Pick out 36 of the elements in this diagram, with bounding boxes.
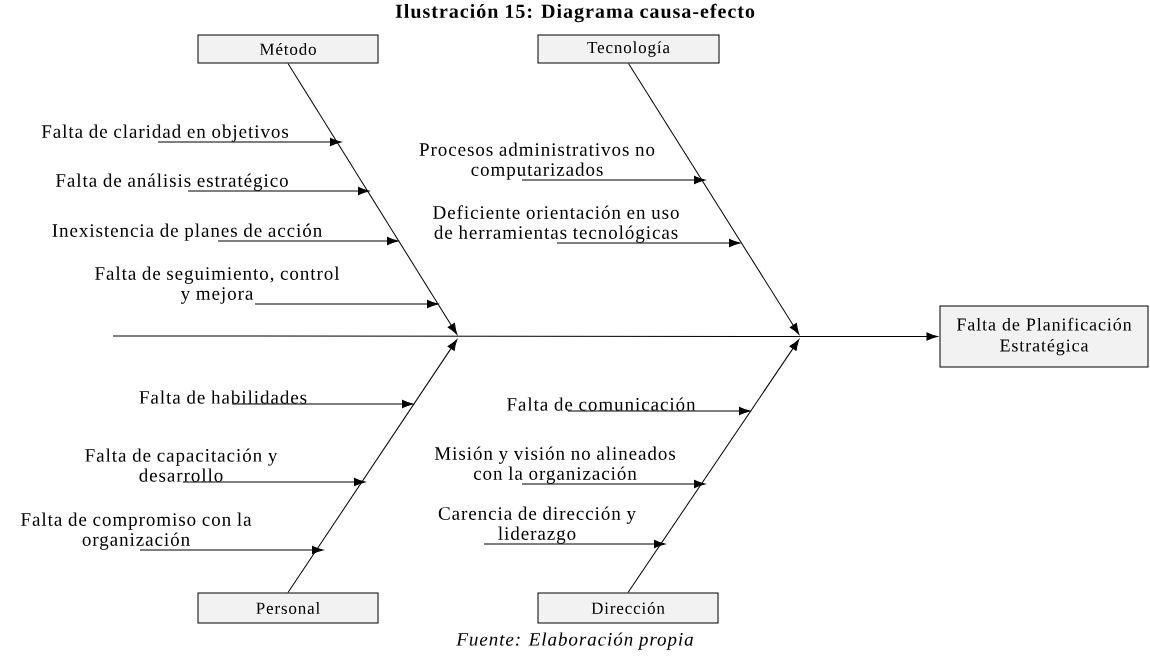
cause-text: Falta de habilidades xyxy=(139,390,307,404)
spine-arrow xyxy=(112,332,938,341)
effect-box: Falta de Planificación Estratégica xyxy=(939,305,1149,368)
category-box: Dirección xyxy=(537,592,719,624)
cause-arrow xyxy=(187,186,370,196)
cause-text: Procesos administrativos no computarizados xyxy=(419,142,655,180)
cause-arrow xyxy=(231,399,414,409)
cause-text: Inexistencia de planes de acción xyxy=(52,223,322,241)
cause-text: Falta de seguimiento, control y mejora xyxy=(95,266,340,304)
bone-arrow xyxy=(628,63,800,335)
title: Ilustración 15: Diagrama causa-efecto xyxy=(395,3,755,23)
cause-text: Falta de análisis estratégico xyxy=(55,173,288,191)
caption: Fuente: Elaboración propia xyxy=(456,632,693,650)
cause-arrow xyxy=(217,236,399,246)
cause-text: Falta de comunicación xyxy=(507,397,696,411)
cause-text: Falta de claridad en objetivos xyxy=(41,124,289,142)
cause-arrow xyxy=(483,539,666,549)
category-box: Personal xyxy=(197,592,379,624)
cause-text: Carencia de dirección y liderazgo xyxy=(438,506,636,544)
category-box: Método xyxy=(197,34,379,64)
cause-arrow xyxy=(556,238,741,248)
category-box: Tecnología xyxy=(537,34,720,64)
bone-arrow xyxy=(627,339,800,593)
cause-arrow xyxy=(182,477,366,487)
bone-arrow xyxy=(287,339,458,593)
cause-arrow xyxy=(567,406,751,416)
cause-text: Misión y visión no alineados con la organización xyxy=(434,446,676,484)
cause-arrow xyxy=(139,545,324,555)
cause-arrow xyxy=(521,479,706,489)
cause-arrow xyxy=(254,299,439,309)
cause-text: Deficiente orientación en uso de herramientas tecnológicas xyxy=(433,205,679,243)
bone-arrow xyxy=(287,63,458,335)
cause-text: Falta de capacitación y desarrollo xyxy=(85,448,278,482)
cause-arrow xyxy=(157,137,342,147)
cause-text: Falta de compromiso con la organización xyxy=(21,512,252,550)
cause-arrow xyxy=(521,175,706,185)
